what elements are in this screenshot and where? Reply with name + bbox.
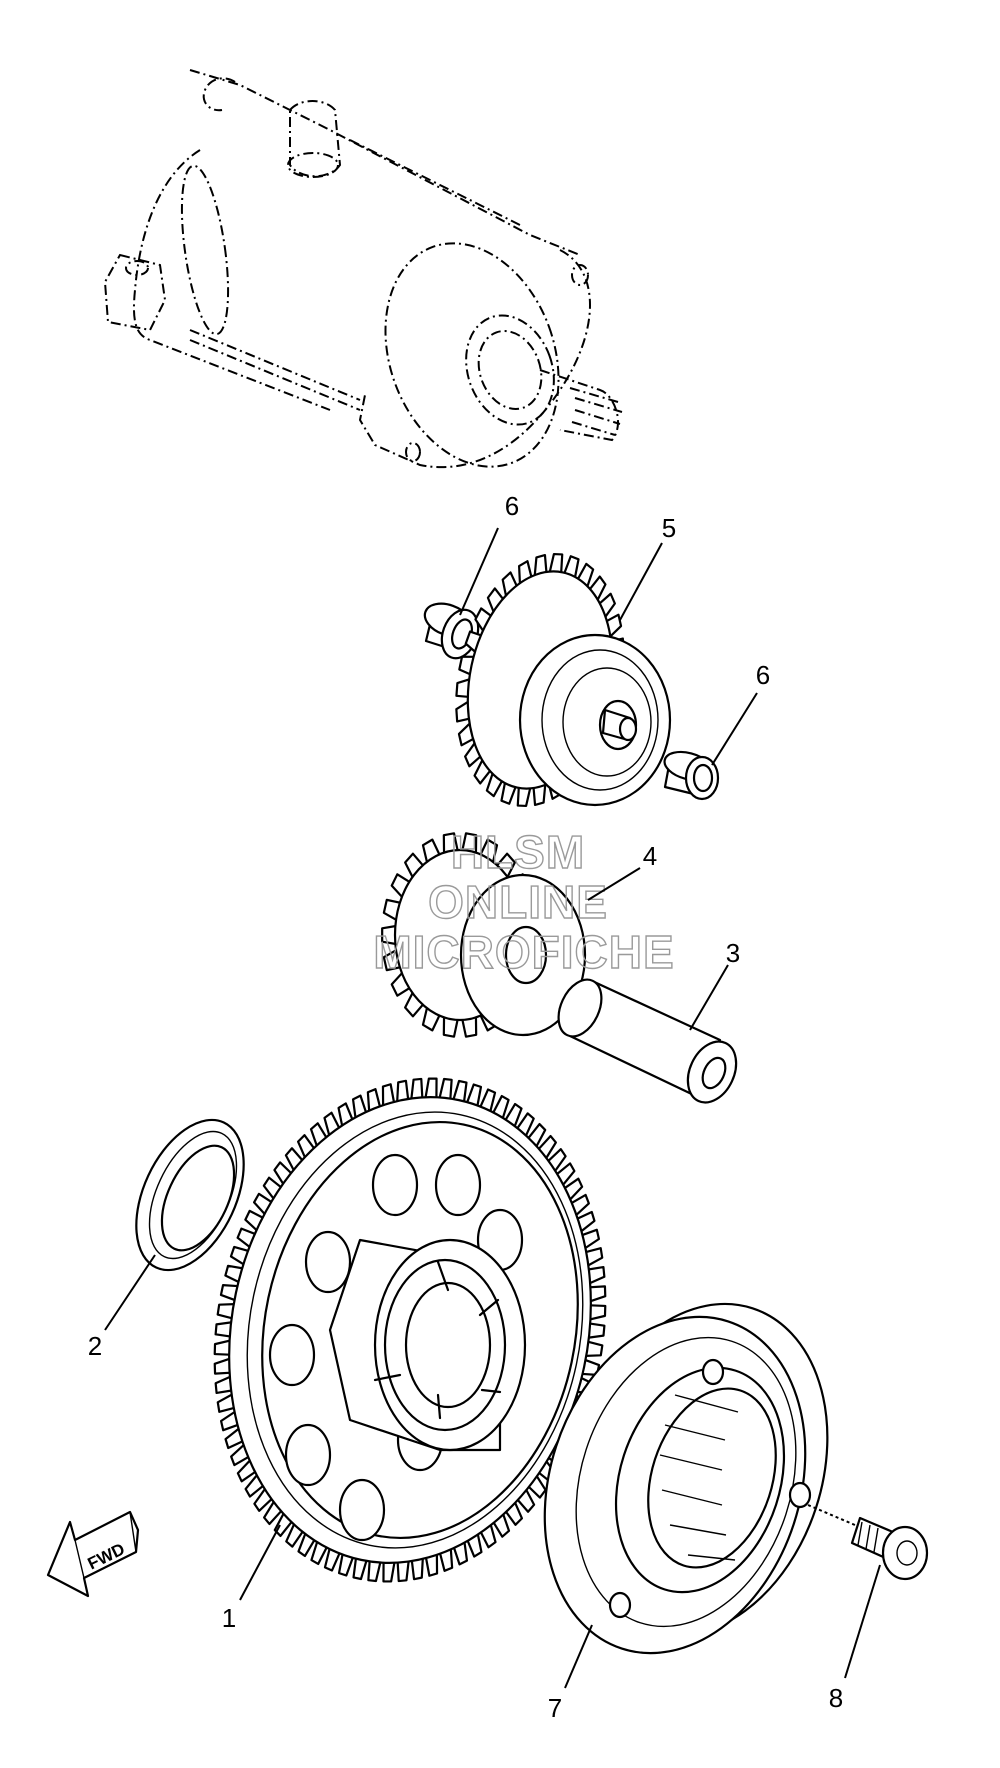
callout-3: 3 (726, 938, 740, 968)
callout-8: 8 (829, 1683, 843, 1713)
callout-6-upper: 6 (505, 491, 519, 521)
watermark-line-3: MICROFICHE (373, 926, 674, 978)
bushing-6-lower (663, 750, 720, 801)
shaft-3 (557, 978, 738, 1104)
callout-4: 4 (643, 841, 657, 871)
callouts: 6 5 6 4 3 2 1 7 8 (88, 491, 881, 1723)
starter-wheel-gear-1 (213, 1077, 607, 1583)
watermark-line-2: ONLINE (428, 876, 608, 928)
starter-motor (103, 69, 623, 469)
callout-2: 2 (88, 1331, 102, 1361)
idle-gear-5 (455, 552, 672, 808)
fwd-direction-arrow: FWD (46, 1510, 140, 1598)
small-gear-4 (381, 832, 587, 1038)
washer-2 (135, 1118, 245, 1272)
bolt-8 (807, 1504, 929, 1581)
callout-5: 5 (662, 513, 676, 543)
watermark: HLSM ONLINE MICROFICHE (373, 825, 675, 978)
callout-7: 7 (548, 1693, 562, 1723)
callout-6-lower: 6 (756, 660, 770, 690)
callout-1: 1 (222, 1603, 236, 1633)
one-way-clutch-7 (543, 1302, 829, 1655)
watermark-line-1: HLSM (451, 826, 585, 878)
